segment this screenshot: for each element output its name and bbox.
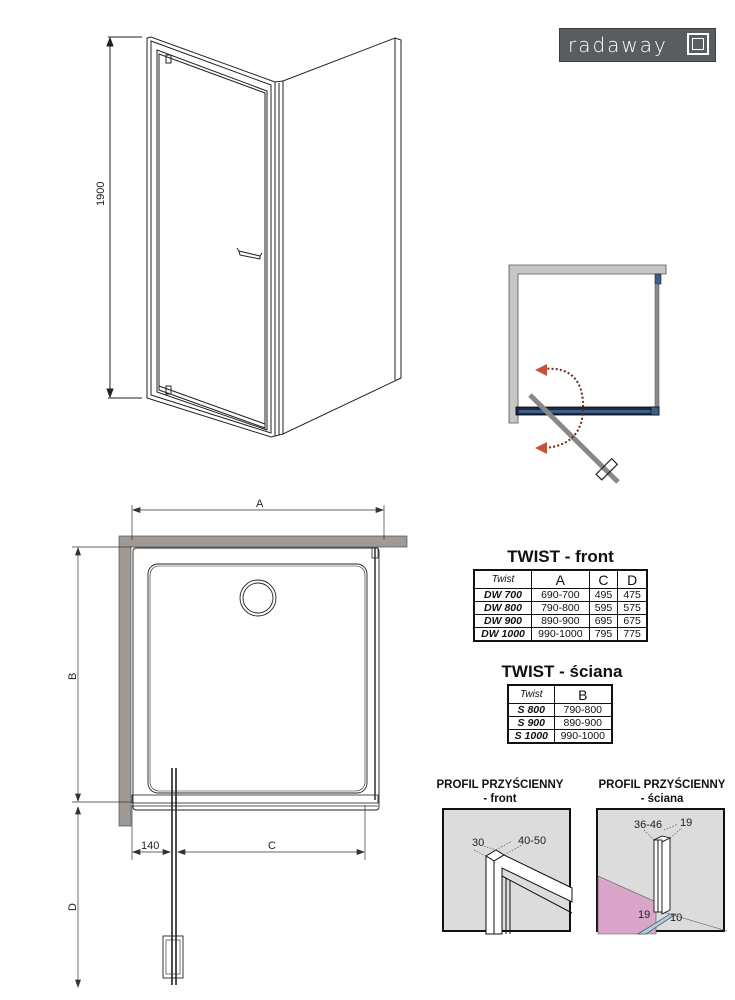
value-cell: 890-900 xyxy=(531,614,590,628)
value-cell: 595 xyxy=(588,601,619,615)
table-row: DW 800 790-800 595 575 xyxy=(473,601,648,615)
dim-b-label: B xyxy=(67,673,79,680)
model-cell: DW 700 xyxy=(473,588,533,602)
table-twist-front: TWIST - front Twist A C D DW 700 690-700… xyxy=(473,547,648,642)
value-cell: 695 xyxy=(588,614,619,628)
table-wall-grid: Twist B S 800 790-800 S 900 890-900 S 10… xyxy=(507,684,613,744)
value-cell: 790-800 xyxy=(553,703,613,717)
profile-wall-dim-19-top: 19 xyxy=(680,817,692,829)
value-cell: 990-1000 xyxy=(531,627,590,642)
value-cell: 990-1000 xyxy=(553,729,613,744)
model-cell: DW 1000 xyxy=(473,627,533,642)
value-cell: 475 xyxy=(617,588,648,602)
value-cell: 495 xyxy=(588,588,619,602)
profile-wall-image: 36-46 19 19 10 xyxy=(596,808,728,935)
table-row: DW 1000 990-1000 795 775 xyxy=(473,627,648,642)
height-label: 1900 xyxy=(95,182,107,206)
profile-front-detail: PROFIL PRZYŚCIENNY - front xyxy=(425,778,575,806)
profile-wall-dim-36-46: 36-46 xyxy=(634,819,662,831)
profile-wall-detail: PROFIL PRZYŚCIENNY - ściana xyxy=(587,778,735,806)
dim-140-label: 140 xyxy=(141,840,159,852)
table-row: S 1000 990-1000 xyxy=(507,729,613,744)
table-header-row: Twist B xyxy=(507,684,613,704)
plan-view-drawing: A B xyxy=(0,490,440,1000)
value-cell: 795 xyxy=(588,627,619,642)
profile-front-dim-30: 30 xyxy=(472,837,484,849)
header-cell: C xyxy=(588,569,619,589)
table-header-row: Twist A C D xyxy=(473,569,648,589)
table-twist-wall: TWIST - ściana Twist B S 800 790-800 S 9… xyxy=(495,662,629,744)
swing-arrow-up-icon xyxy=(535,364,547,376)
table-front-title: TWIST - front xyxy=(507,547,614,566)
radaway-logo: radaway xyxy=(559,28,716,62)
header-cell: A xyxy=(531,569,590,589)
dim-c-label: C xyxy=(268,840,276,852)
value-cell: 790-800 xyxy=(531,601,590,615)
profile-wall-title-1: PROFIL PRZYŚCIENNY xyxy=(598,779,726,791)
shower-enclosure-3d: 1900 xyxy=(95,36,402,438)
model-cell: S 900 xyxy=(507,716,555,730)
dim-a-label: A xyxy=(256,498,264,510)
header-cell: B xyxy=(553,684,613,704)
value-cell: 675 xyxy=(617,614,648,628)
header-cell: Twist xyxy=(473,569,533,589)
table-front-grid: Twist A C D DW 700 690-700 495 475 DW 80… xyxy=(473,569,648,642)
model-cell: DW 900 xyxy=(473,614,533,628)
pink-wall-region xyxy=(597,875,657,935)
table-row: S 800 790-800 xyxy=(507,703,613,717)
model-cell: S 800 xyxy=(507,703,555,717)
model-cell: DW 800 xyxy=(473,601,533,615)
profile-wall-title-2: - ściana xyxy=(640,793,684,805)
table-row: DW 900 890-900 695 675 xyxy=(473,614,648,628)
value-cell: 690-700 xyxy=(531,588,590,602)
model-cell: S 1000 xyxy=(507,729,555,744)
door-swing-diagram xyxy=(495,255,675,495)
profile-front-title-2: - front xyxy=(483,793,517,805)
value-cell: 890-900 xyxy=(553,716,613,730)
profile-wall-dim-19-bottom: 19 xyxy=(638,909,650,921)
logo-square-icon xyxy=(687,33,709,55)
profile-front-title-1: PROFIL PRZYŚCIENNY xyxy=(436,779,564,791)
swing-arrow-down-icon xyxy=(535,442,547,454)
table-row: S 900 890-900 xyxy=(507,716,613,730)
logo-text: radaway xyxy=(568,33,668,57)
value-cell: 575 xyxy=(617,601,648,615)
header-cell: Twist xyxy=(507,684,555,704)
profile-wall-dim-10: 10 xyxy=(670,912,682,924)
profile-front-dim-40-50: 40-50 xyxy=(518,835,546,847)
elevation-drawing: 1900 xyxy=(0,0,440,460)
profile-front-image: 30 40-50 xyxy=(442,808,573,935)
table-wall-title: TWIST - ściana xyxy=(501,662,623,681)
header-cell: D xyxy=(617,569,648,589)
dim-d-label: D xyxy=(67,903,79,911)
value-cell: 775 xyxy=(617,627,648,642)
table-row: DW 700 690-700 495 475 xyxy=(473,588,648,602)
